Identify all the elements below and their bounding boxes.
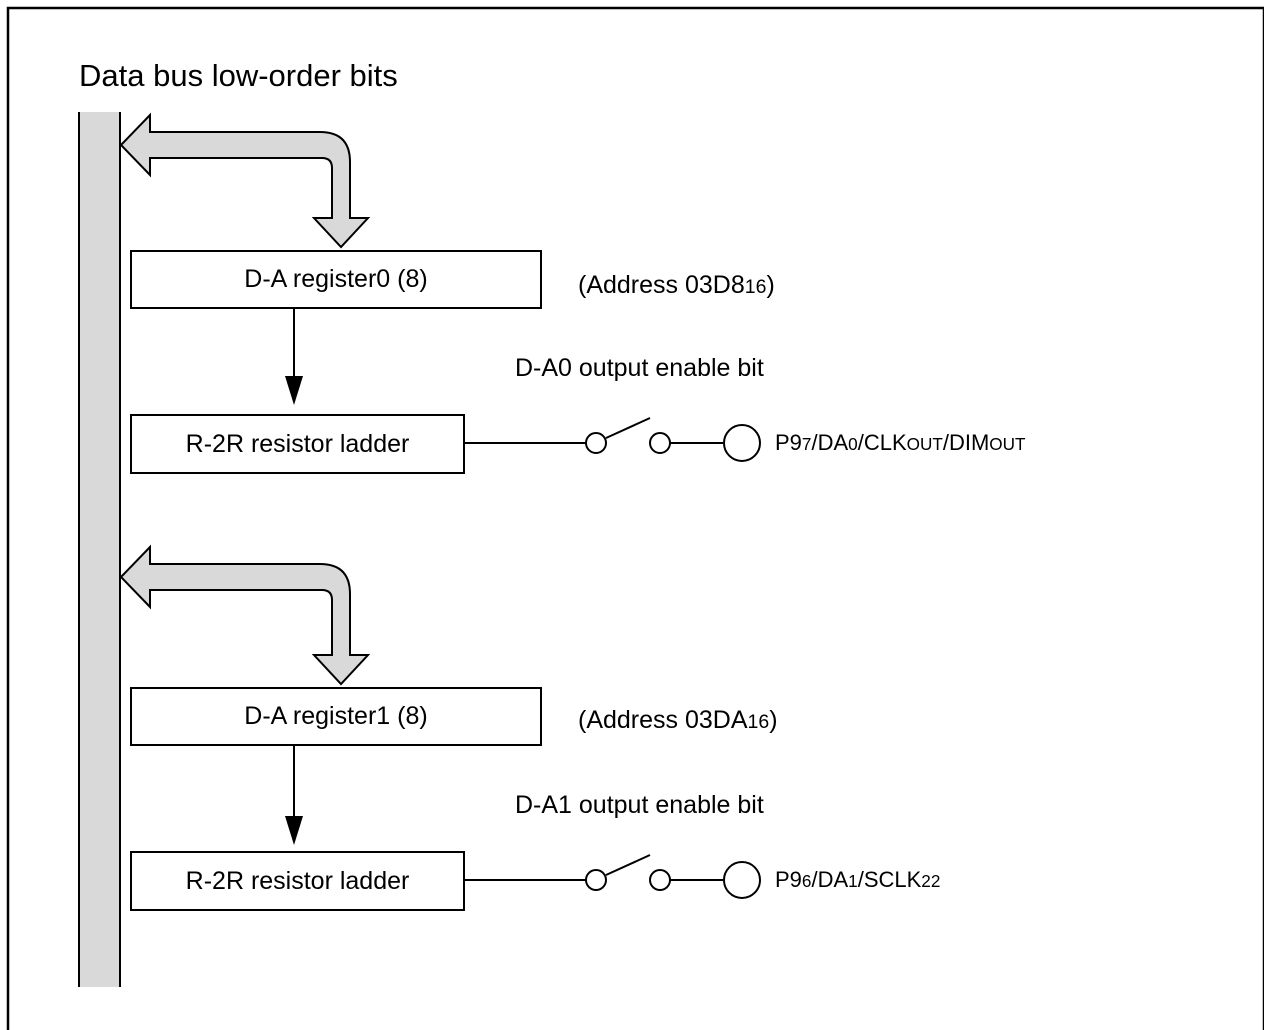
arrow-reg1-to-ladder1-head <box>285 816 303 845</box>
register0-box <box>130 250 542 309</box>
ladder1-box <box>130 851 465 911</box>
register1-address: (Address 03DA16) <box>578 706 778 734</box>
pin1-label: P96/DA1/SCLK22 <box>775 867 941 892</box>
data-bus-bar <box>79 112 120 987</box>
switch0-contact <box>605 417 651 439</box>
bus-arrow-1 <box>119 544 371 686</box>
pin0-label: P97/DA0/CLKOUT/DIMOUT <box>775 430 1026 455</box>
switch1-terminal-right <box>649 869 671 891</box>
register1-box <box>130 687 542 746</box>
outer-frame <box>6 6 1264 1030</box>
register0-address: (Address 03D816) <box>578 271 775 299</box>
register1-label: D-A register1 (8) <box>244 702 428 730</box>
ladder1-label: R-2R resistor ladder <box>185 867 410 895</box>
bus-arrow-0 <box>119 112 371 249</box>
arrow-reg0-to-ladder0-head <box>285 376 303 405</box>
switch0-terminal-left <box>585 432 607 454</box>
switch0-terminal-right <box>649 432 671 454</box>
switch1-terminal-left <box>585 869 607 891</box>
switch1-contact <box>605 854 651 876</box>
ladder0-label: R-2R resistor ladder <box>185 430 410 458</box>
enable1-label: D-A1 output enable bit <box>515 791 764 819</box>
pin1-terminal <box>723 861 761 899</box>
register0-label: D-A register0 (8) <box>244 265 428 293</box>
pin0-terminal <box>723 424 761 462</box>
diagram-title: Data bus low-order bits <box>79 58 398 93</box>
enable0-label: D-A0 output enable bit <box>515 354 764 382</box>
ladder0-box <box>130 414 465 474</box>
